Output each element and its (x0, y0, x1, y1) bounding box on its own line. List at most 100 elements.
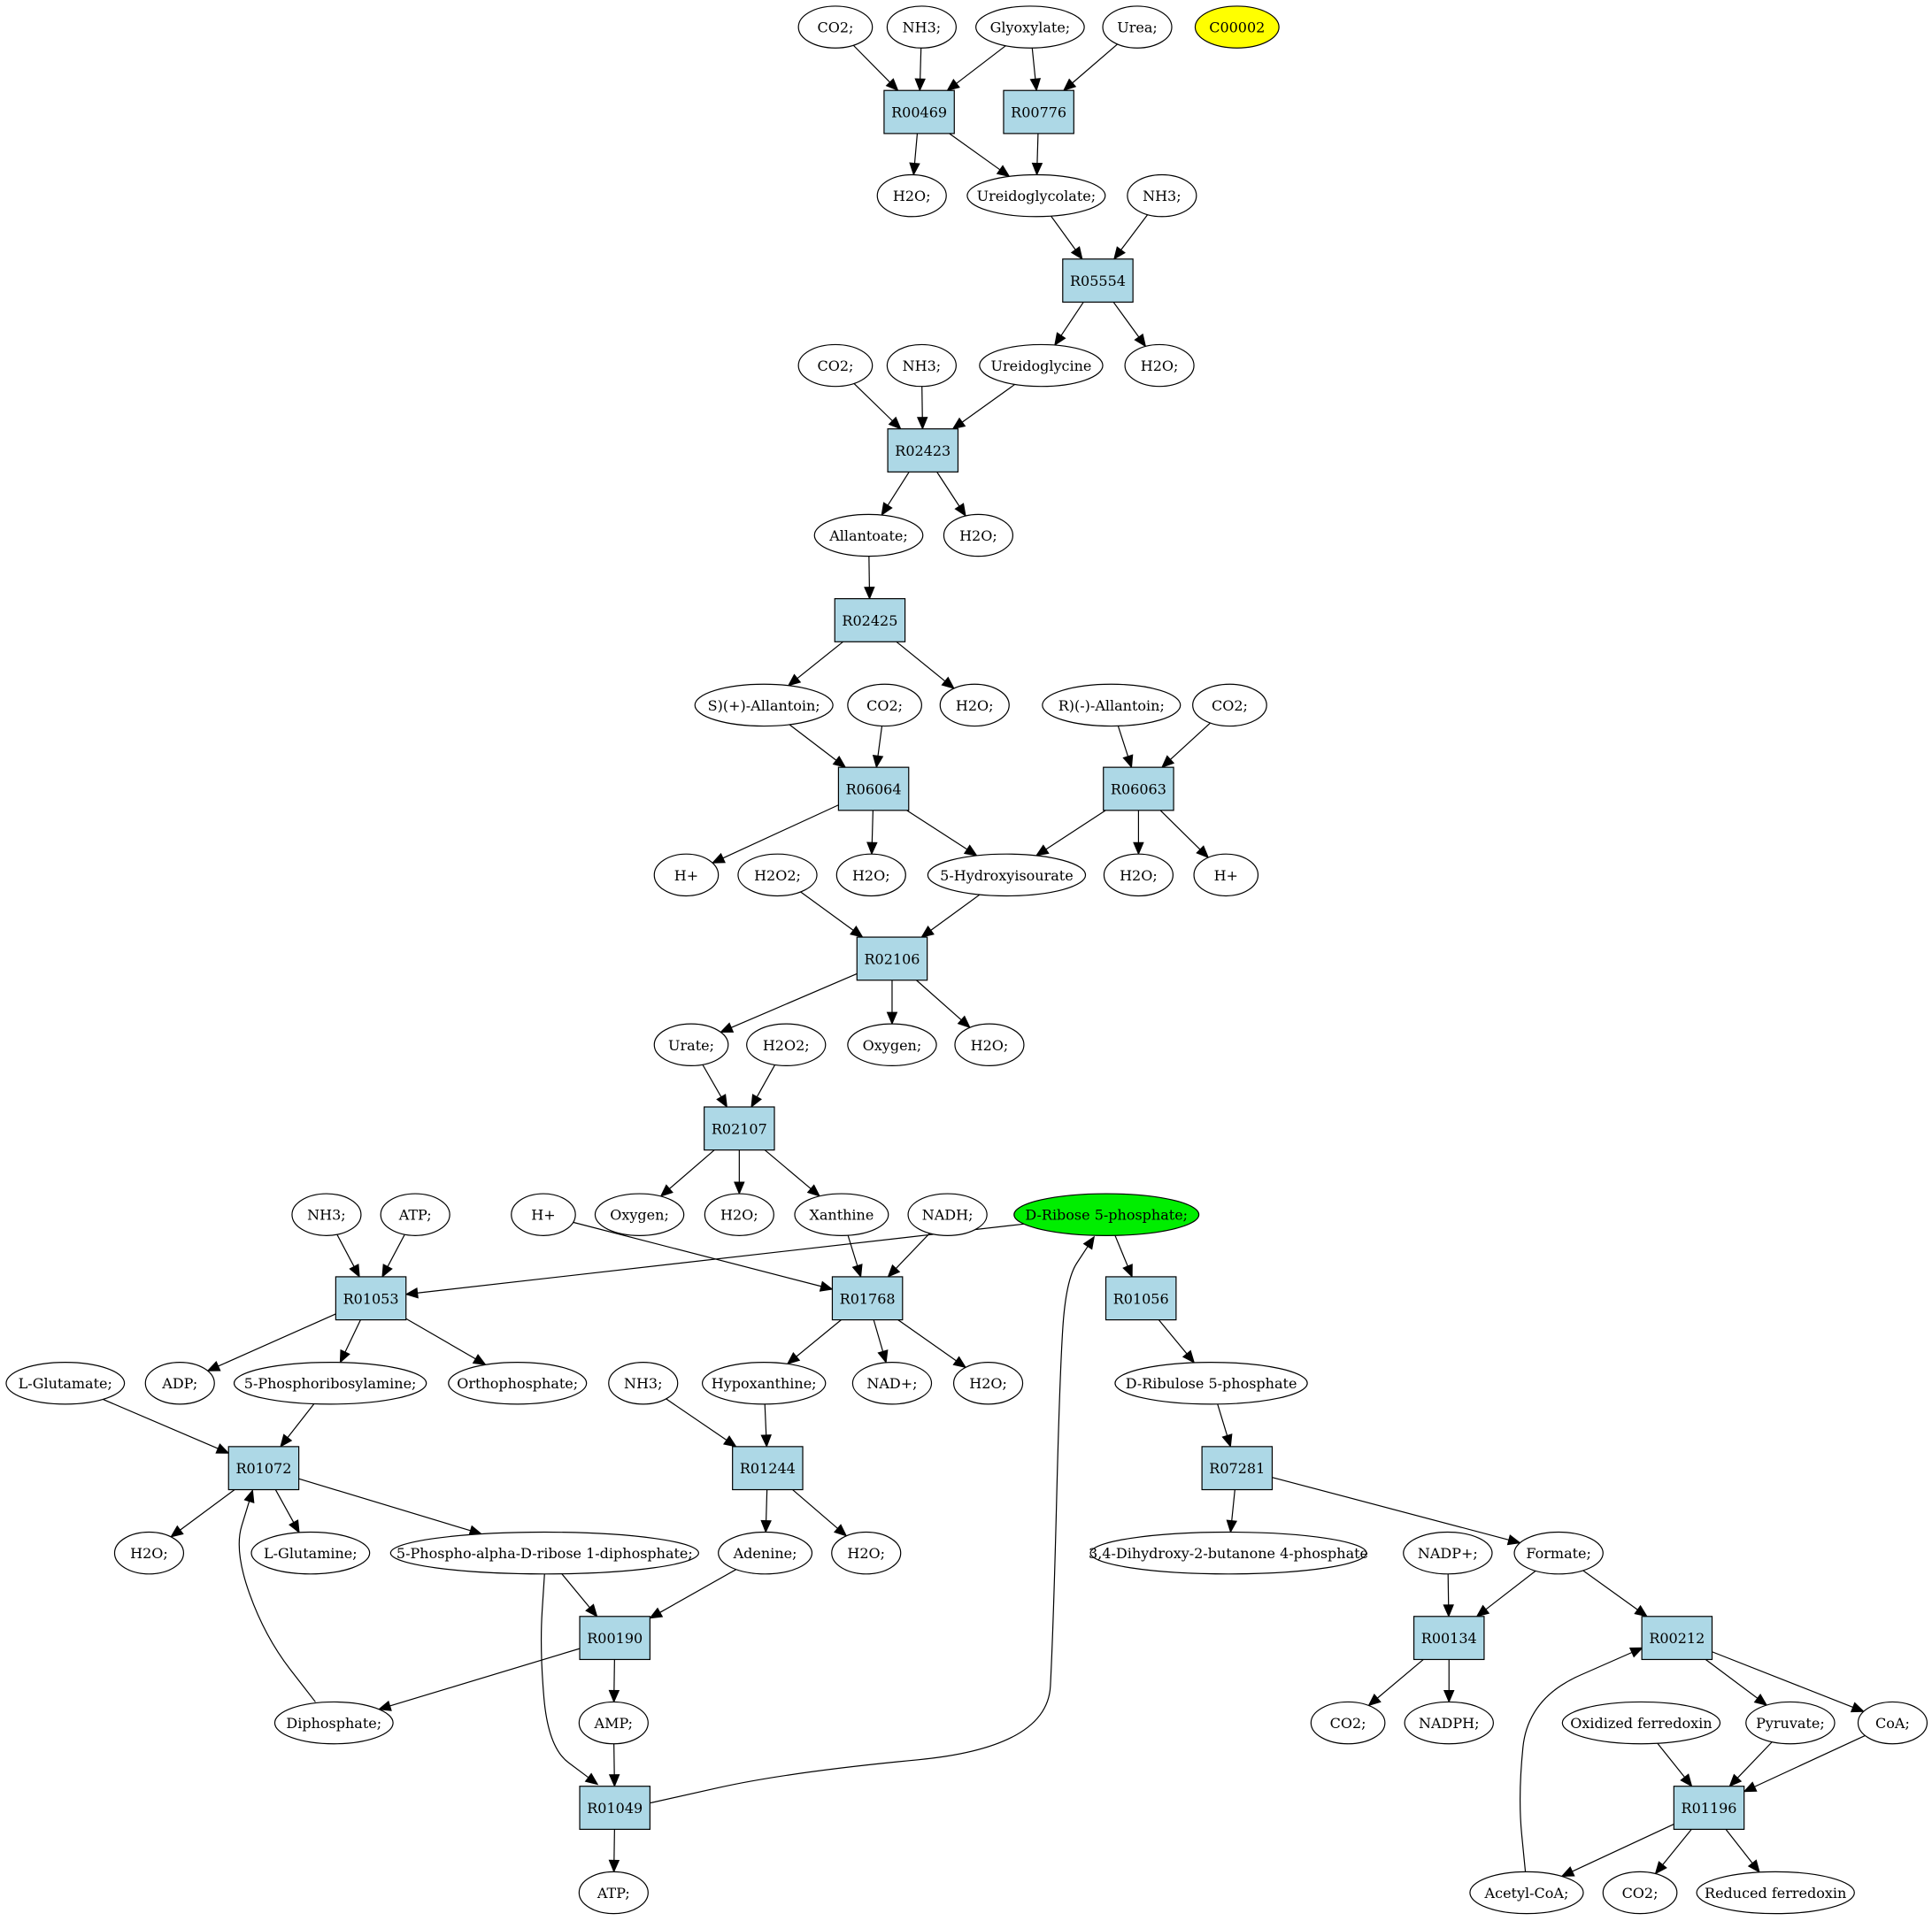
node-label: H2O; (893, 188, 931, 204)
compound-node-co2: CO2; (797, 343, 874, 388)
compound-node-5-phospho-alpha-d-ribose-1-diphosphate: 5-Phospho-alpha-D-ribose 1-diphosphate; (389, 1531, 699, 1575)
compound-node-h2o: H2O; (113, 1531, 185, 1575)
edge-amp--to-r01049 (608, 1743, 620, 1787)
node-label: CO2; (817, 357, 853, 374)
reaction-node-r02107: R02107 (704, 1106, 775, 1151)
edge-atp--to-r01053 (381, 1233, 405, 1279)
node-label: R00469 (891, 104, 947, 121)
edge-r01768-to-h2o- (897, 1319, 967, 1369)
node-label: H2O; (1141, 357, 1179, 374)
compound-node-h2o2: H2O2; (737, 853, 818, 897)
edge-d-ribulose-5-phosphate-to-r07281 (1217, 1403, 1233, 1448)
node-label: H2O; (130, 1545, 168, 1562)
edge-r07281-to-3-4-dihydroxy-2-butanone-4-phosphate (1226, 1489, 1238, 1533)
compound-node-l-glutamate: L-Glutamate; (5, 1361, 126, 1405)
node-label: AMP; (594, 1715, 634, 1732)
reaction-node-r01072: R01072 (227, 1446, 300, 1491)
edge-r01244-to-h2o- (792, 1489, 848, 1537)
edge-r00190-to-amp- (608, 1659, 620, 1703)
compound-node-h2o: H2O; (943, 513, 1014, 557)
compound-node-formate: Formate; (1513, 1531, 1604, 1575)
edge-r02106-to-urate- (720, 972, 858, 1033)
reaction-node-r01053: R01053 (335, 1276, 407, 1321)
edge-l-glutamate--to-r01072 (103, 1398, 230, 1454)
compound-node-co2: CO2; (797, 5, 874, 49)
node-label: ATP; (398, 1207, 432, 1224)
compound-node-h2o: H2O; (954, 1023, 1025, 1067)
node-label: Pyruvate; (1756, 1715, 1825, 1732)
node-label: H2O; (720, 1207, 758, 1224)
node-label: D-Ribose 5-phosphate; (1025, 1207, 1188, 1224)
node-label: R02107 (712, 1120, 767, 1137)
compound-node-hypoxanthine: Hypoxanthine; (701, 1361, 827, 1405)
edge-r02423-to-allantoate- (881, 472, 910, 517)
edge-r01053-to-5-phosphoribosylamine- (339, 1319, 361, 1364)
edge-r01049-to-atp- (608, 1829, 620, 1873)
reaction-node-r00190: R00190 (579, 1616, 650, 1661)
compound-node-coa: CoA; (1857, 1701, 1928, 1745)
reaction-node-r00212: R00212 (1641, 1616, 1713, 1661)
node-label: ATP; (597, 1885, 630, 1902)
node-label: R01196 (1682, 1800, 1737, 1817)
node-label: NH3; (903, 19, 942, 36)
compound-node-h: H+ (653, 853, 720, 897)
edge-co2--to-r06063 (1160, 722, 1211, 769)
node-label: Urate; (668, 1037, 714, 1054)
node-label: Oxygen; (863, 1037, 922, 1054)
reaction-node-r07281: R07281 (1201, 1446, 1274, 1491)
edge-ureidoglycolate--to-r05554 (1051, 215, 1083, 260)
edge-allantoate--to-r02425 (864, 556, 875, 600)
node-label: NADP+; (1418, 1545, 1478, 1562)
reaction-node-r00776: R00776 (1003, 89, 1074, 134)
compound-node-atp: ATP; (380, 1193, 450, 1236)
compound-node-urea: Urea; (1102, 5, 1173, 49)
edge-urate--to-r02107 (702, 1064, 727, 1109)
node-label: Oxygen; (610, 1207, 669, 1224)
node-label: Acetyl-CoA; (1484, 1885, 1569, 1902)
edge-nh3--to-r01053 (336, 1233, 360, 1279)
edge-h--to-r01768 (573, 1221, 834, 1292)
edge-formate--to-r00212 (1582, 1570, 1648, 1617)
edge-diphosphate--to-r01072 (238, 1489, 316, 1702)
edge-r01053-to-orthophosphate- (405, 1318, 487, 1365)
compound-node-diphosphate: Diphosphate; (273, 1701, 394, 1745)
compound-node-h2o: H2O; (1103, 853, 1174, 897)
node-label: R02425 (842, 612, 897, 629)
node-label: 3,4-Dihydroxy-2-butanone 4-phosphate (1089, 1545, 1368, 1562)
node-label: H+ (531, 1207, 555, 1224)
compound-node-reduced-ferredoxin: Reduced ferredoxin (1696, 1871, 1855, 1915)
edge-r01072-to-l-glutamine- (274, 1489, 300, 1534)
edge-r06063-to-5-hydroxyisourate (1035, 810, 1106, 857)
edge-r02425-to-s-allantoin- (787, 641, 843, 687)
compound-node-c00002: C00002 (1194, 5, 1280, 49)
edge-acetyl-coa--to-r00212 (1520, 1647, 1644, 1872)
edge-r01072-to-5-phospho-alpha-d-ribose-1-diphosphate- (298, 1478, 483, 1536)
node-label: H+ (674, 867, 698, 884)
edge-r00212-to-coa- (1712, 1651, 1865, 1713)
node-label: CO2; (1212, 697, 1248, 714)
node-label: D-Ribulose 5-phosphate (1126, 1375, 1297, 1392)
edge-r00190-to-diphosphate- (377, 1648, 581, 1711)
compound-node-acetyl-coa: Acetyl-CoA; (1469, 1871, 1584, 1915)
node-label: R02106 (864, 950, 920, 967)
reaction-node-r00134: R00134 (1412, 1616, 1485, 1661)
compound-node-amp: AMP; (578, 1701, 649, 1745)
node-label: CO2; (866, 697, 903, 714)
edge-r00134-to-nadph- (1443, 1659, 1455, 1703)
edge-co2--to-r06064 (872, 726, 884, 769)
reaction-node-r02106: R02106 (856, 936, 928, 981)
node-label: R01053 (343, 1290, 399, 1307)
node-label: NH3; (624, 1375, 663, 1392)
compound-node-nadh: NADH; (907, 1193, 988, 1236)
edge-d-ribose-5-phosphate--to-r01056 (1114, 1235, 1133, 1279)
edge-r05554-to-h2o- (1112, 302, 1147, 348)
node-label: Diphosphate; (286, 1715, 381, 1732)
node-label: Ureidoglycolate; (977, 188, 1097, 204)
node-label: R07281 (1209, 1460, 1265, 1477)
compound-node-co2: CO2; (1192, 683, 1267, 727)
node-label: 5-Phospho-alpha-D-ribose 1-diphosphate; (396, 1545, 693, 1562)
node-label: Ureidoglycine (991, 357, 1092, 374)
edge-formate--to-r00134 (1475, 1570, 1536, 1617)
edge-glyoxylate--to-r00469 (946, 45, 1006, 92)
